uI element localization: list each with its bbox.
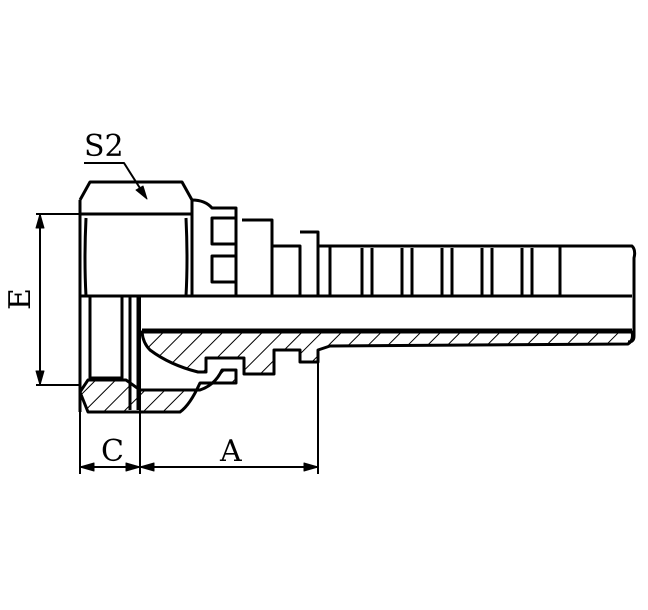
dimension-c-a: [79, 296, 319, 474]
nut-hatched-section: [78, 368, 238, 414]
body-upper: [191, 198, 637, 344]
label-s2: S2: [84, 129, 124, 164]
label-a: A: [220, 434, 242, 469]
body-hatched-section: [140, 330, 634, 376]
label-e: E: [2, 288, 38, 310]
label-c: C: [101, 434, 124, 469]
barbs: [328, 246, 562, 296]
dimension-e: [36, 213, 80, 386]
nut-upper: [78, 180, 194, 412]
s2-leader: [84, 162, 146, 197]
